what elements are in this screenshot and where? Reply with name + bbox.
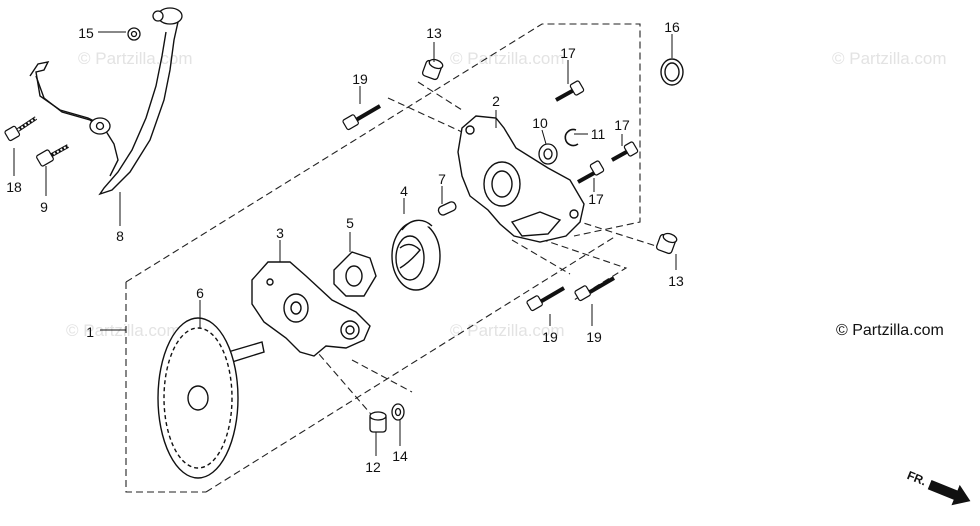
watermark-text: © Partzilla.com [832,49,947,68]
bolt-17-top [555,80,585,102]
outer-rotor [391,219,441,291]
bolt-19-bottom-right [574,276,616,302]
drive-sprocket [157,317,265,479]
callout-5: 5 [346,215,354,231]
callout-19-top: 19 [352,71,368,87]
bolt-17-right [611,141,639,162]
callout-17-mid: 17 [588,191,604,207]
pump-cover [457,115,585,243]
bolt-19-top [342,104,382,131]
front-arrow-icon [927,479,971,506]
callout-17-top: 17 [560,45,576,61]
front-label: FR. [905,468,928,488]
callout-13-top: 13 [426,25,442,41]
oil-pipe [29,21,179,196]
dowel-pin-13-top [421,58,444,81]
spacer-12 [369,411,387,433]
callout-14: 14 [392,448,408,464]
callout-3: 3 [276,225,284,241]
callout-10: 10 [532,115,548,131]
callout-13-right: 13 [668,273,684,289]
callout-11: 11 [591,126,606,142]
callout-1: 1 [86,324,94,340]
callout-19-bottom-left: 19 [542,329,558,345]
bolt-9 [36,144,69,167]
callout-12: 12 [365,459,381,475]
callout-17-right: 17 [614,117,630,133]
pump-body [251,261,371,357]
callout-labels: 1 2 3 4 5 6 7 8 9 10 11 12 13 13 14 15 1… [6,19,684,475]
washer-15 [127,27,141,41]
o-ring-16 [660,58,684,86]
callout-8: 8 [116,228,124,244]
callout-6: 6 [196,285,204,301]
bolt-19-bottom-left [526,286,566,312]
copyright-notice: © Partzilla.com [836,322,944,339]
circlip-11 [564,128,579,147]
bolt-17-mid [577,160,605,184]
callout-4: 4 [400,183,408,199]
leader-lines [13,31,677,456]
dowel-pin-13-right [655,232,678,255]
washer-10 [538,143,558,165]
callout-19-bottom-right: 19 [586,329,602,345]
inner-rotor [333,251,377,297]
watermark-text: © Partzilla.com [78,49,193,68]
dowel-pin-7 [437,201,457,216]
callout-16: 16 [664,19,680,35]
watermark-text: © Partzilla.com [450,321,565,340]
washer-14 [391,403,405,421]
callout-7: 7 [438,171,446,187]
front-direction-indicator: FR. [905,468,971,506]
callout-2: 2 [492,93,500,109]
bolt-18 [4,116,38,142]
callout-15: 15 [78,25,94,41]
assembly-outline [125,23,657,493]
pipe-banjo-fitting [89,7,183,135]
callout-18: 18 [6,179,22,195]
callout-9: 9 [40,199,48,215]
watermark-text: © Partzilla.com [450,49,565,68]
